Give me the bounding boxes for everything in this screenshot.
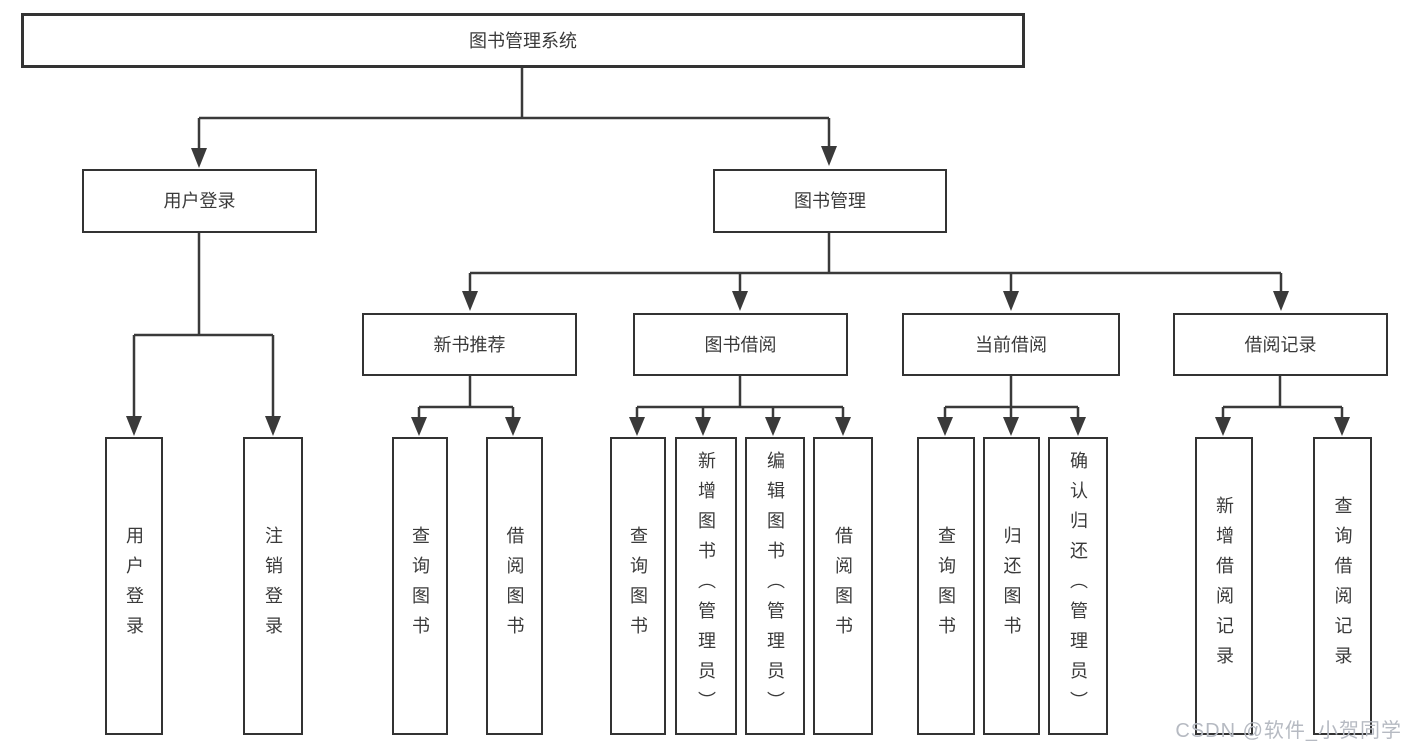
node-label: 新增借阅记录: [1214, 496, 1234, 676]
leaf-edit-books-admin: 编辑图书（管理员）: [745, 437, 805, 735]
leaf-return-books: 归还图书: [983, 437, 1040, 735]
node-label: 借阅图书: [504, 526, 525, 646]
node-label: 借阅图书: [833, 526, 853, 646]
node-label: 当前借阅: [975, 334, 1047, 355]
leaf-query-books: 查询图书: [610, 437, 666, 735]
node-label: 查询图书: [936, 526, 956, 646]
node-system-root: 图书管理系统: [21, 13, 1025, 68]
arrowheads: [126, 146, 1350, 436]
leaf-add-borrow-record: 新增借阅记录: [1195, 437, 1253, 735]
node-book-borrow: 图书借阅: [633, 313, 848, 376]
leaf-logout: 注销登录: [243, 437, 303, 735]
node-label: 查询借阅记录: [1332, 496, 1353, 676]
node-label: 查询图书: [410, 526, 430, 646]
node-label: 归还图书: [1001, 526, 1022, 646]
leaf-query-borrow-record: 查询借阅记录: [1313, 437, 1372, 735]
leaf-borrow-books: 借阅图书: [813, 437, 873, 735]
leaf-query-books: 查询图书: [917, 437, 975, 735]
node-borrow-record: 借阅记录: [1173, 313, 1388, 376]
node-label: 用户登录: [163, 191, 236, 211]
leaf-query-books: 查询图书: [392, 437, 448, 735]
leaf-confirm-return-admin: 确认归还（管理员）: [1048, 437, 1108, 735]
node-label: 注销登录: [263, 526, 283, 646]
node-new-book-recommend: 新书推荐: [362, 313, 577, 376]
node-label: 查询图书: [628, 526, 648, 646]
leaf-add-books-admin: 新增图书（管理员）: [675, 437, 737, 735]
node-book-management: 图书管理: [713, 169, 947, 233]
leaf-borrow-books: 借阅图书: [486, 437, 543, 735]
node-label: 确认归还（管理员）: [1068, 451, 1088, 721]
node-label: 用户登录: [124, 526, 144, 646]
node-label: 图书管理系统: [469, 30, 577, 51]
node-label: 新增图书（管理员）: [696, 451, 716, 721]
node-user-login: 用户登录: [82, 169, 317, 233]
node-label: 新书推荐: [433, 334, 506, 355]
node-label: 借阅记录: [1244, 334, 1317, 355]
node-label: 编辑图书（管理员）: [765, 451, 785, 721]
leaf-user-login: 用户登录: [105, 437, 163, 735]
node-current-borrow: 当前借阅: [902, 313, 1120, 376]
node-label: 图书管理: [794, 191, 866, 211]
node-label: 图书借阅: [704, 334, 777, 355]
